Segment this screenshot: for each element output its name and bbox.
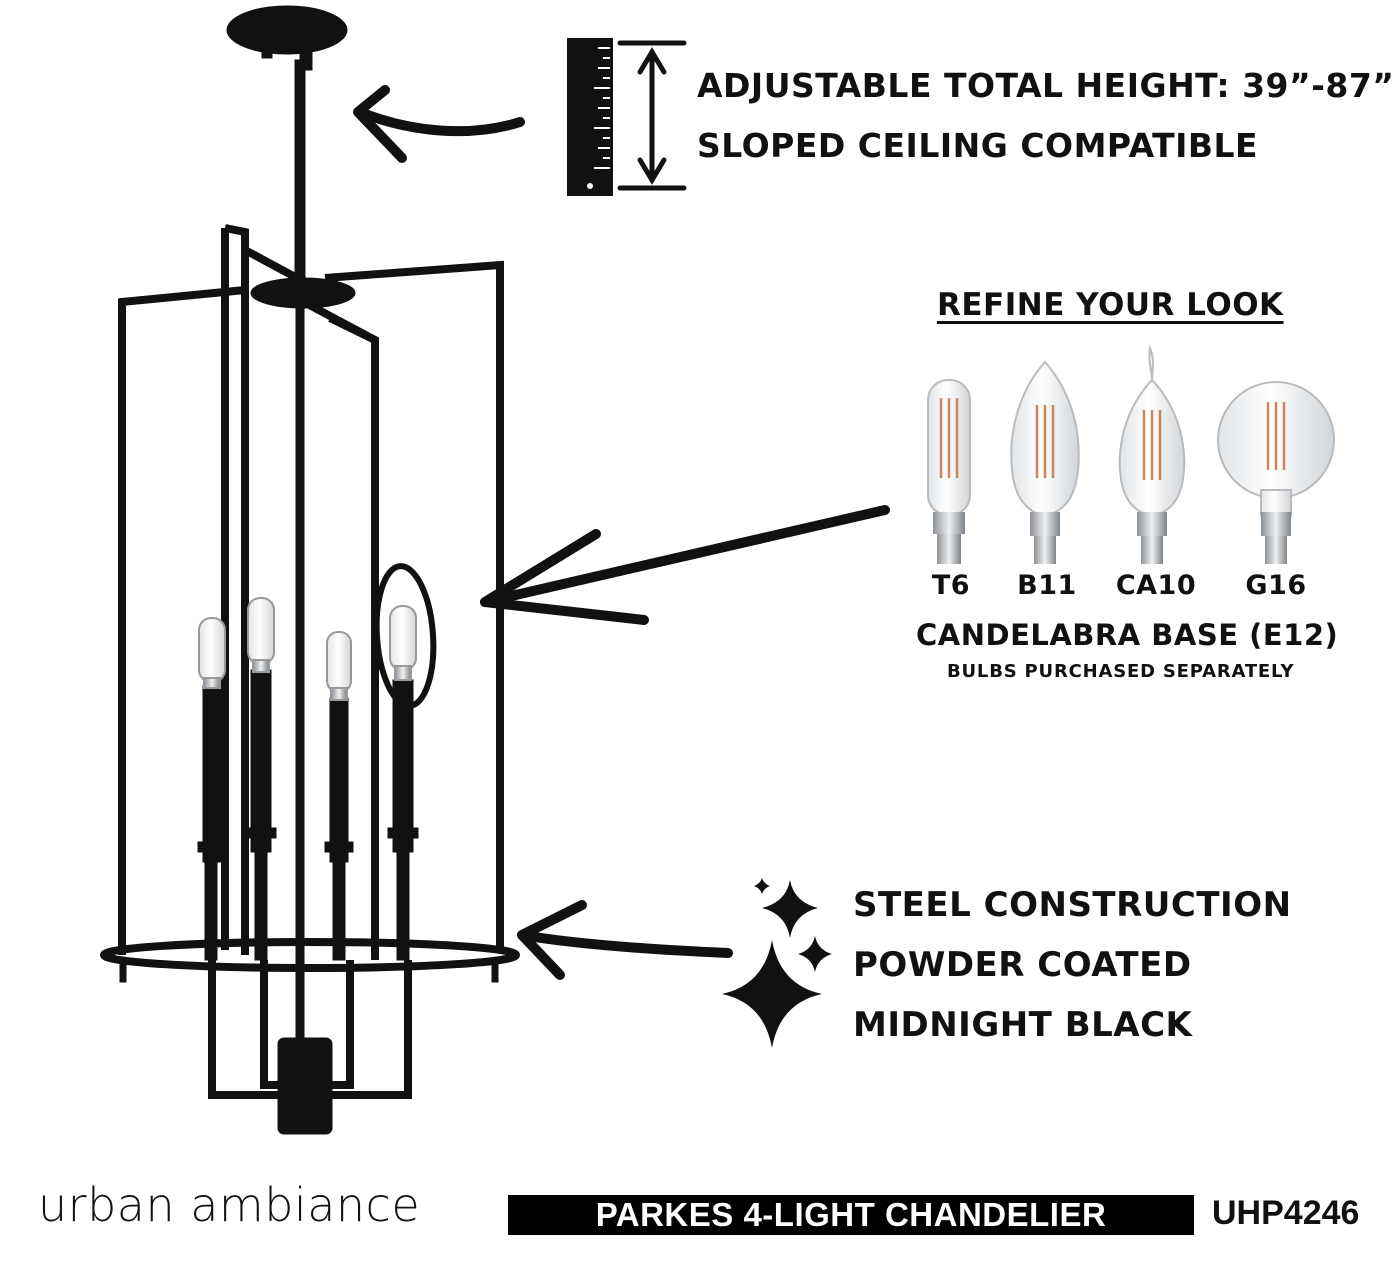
b11-bulb-icon bbox=[1010, 360, 1080, 564]
sparkle-icon bbox=[722, 878, 832, 1048]
material-line-coating: POWDER COATED bbox=[853, 945, 1192, 985]
canopy-screws bbox=[261, 43, 273, 59]
product-name-bar: PARKES 4-LIGHT CHANDELIER bbox=[508, 1195, 1194, 1235]
ruler-icon bbox=[567, 38, 687, 196]
base-type-text: CANDELABRA BASE (E12) bbox=[916, 618, 1339, 652]
t6-bulb-icon bbox=[927, 379, 971, 564]
bulb-label-t6: T6 bbox=[931, 570, 971, 601]
frame bbox=[118, 224, 504, 1099]
material-line-steel: STEEL CONSTRUCTION bbox=[853, 885, 1292, 925]
ca10-bulb-icon bbox=[1118, 344, 1186, 564]
arrows bbox=[353, 85, 890, 980]
sloped-ceiling-text: SLOPED CEILING COMPATIBLE bbox=[697, 126, 1259, 165]
bulb-highlight-circle bbox=[373, 563, 437, 709]
bulbs-note-text: BULBS PURCHASED SEPARATELY bbox=[947, 661, 1295, 682]
refine-look-title: REFINE YOUR LOOK bbox=[937, 287, 1284, 323]
arrow-to-bulb-icon bbox=[480, 505, 890, 625]
candle-sockets bbox=[197, 669, 419, 961]
downrod bbox=[294, 59, 306, 291]
arrow-to-ring-icon bbox=[517, 900, 733, 980]
ceiling-canopy bbox=[226, 5, 348, 55]
candle-bulbs bbox=[198, 597, 417, 701]
g16-bulb-icon bbox=[1217, 381, 1335, 564]
brand-logo: urban ambiance bbox=[38, 1178, 421, 1232]
chandelier bbox=[100, 5, 520, 1135]
arrow-to-canopy-icon bbox=[353, 85, 525, 163]
bottom-ring bbox=[100, 938, 520, 972]
bulb-label-b11: B11 bbox=[1017, 570, 1077, 601]
material-line-finish: MIDNIGHT BLACK bbox=[853, 1005, 1193, 1045]
product-name: PARKES 4-LIGHT CHANDELIER bbox=[595, 1196, 1107, 1233]
bulb-label-g16: G16 bbox=[1245, 570, 1307, 601]
bottom-finial bbox=[277, 1037, 333, 1135]
model-number: UHP4246 bbox=[1212, 1194, 1360, 1232]
bulb-label-ca10: CA10 bbox=[1115, 570, 1197, 601]
height-feature-text: ADJUSTABLE TOTAL HEIGHT: 39”-87” bbox=[697, 66, 1395, 105]
